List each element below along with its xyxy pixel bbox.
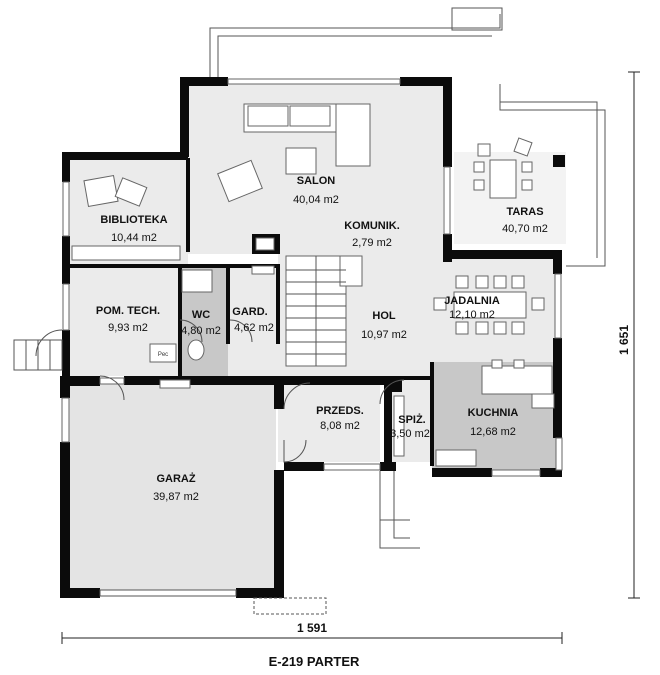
floors bbox=[66, 84, 556, 590]
room-name-salon: SALON bbox=[297, 175, 336, 187]
room-name-biblioteka: BIBLIOTEKA bbox=[100, 214, 167, 226]
room-name-kuchnia: KUCHNIA bbox=[468, 407, 519, 419]
room-name-garaz: GARAŻ bbox=[156, 472, 195, 485]
dimension-lines bbox=[61, 71, 640, 644]
room-name-hol: HOL bbox=[372, 310, 396, 322]
room-labels: SALON 40,04 m2 KOMUNIK. 2,79 m2 BIBLIOTE… bbox=[96, 175, 548, 503]
room-name-gard: GARD. bbox=[232, 306, 267, 318]
room-name-przeds: PRZEDS. bbox=[316, 405, 364, 417]
room-name-jadalnia: JADALNIA bbox=[444, 295, 500, 307]
room-area-komunik: 2,79 m2 bbox=[352, 237, 392, 249]
room-area-taras: 40,70 m2 bbox=[502, 223, 548, 235]
boiler-label: Pec bbox=[158, 352, 168, 358]
room-name-pom-tech: POM. TECH. bbox=[96, 305, 160, 317]
room-area-przeds: 8,08 m2 bbox=[320, 420, 360, 432]
room-name-taras: TARAS bbox=[506, 206, 543, 218]
room-area-pom-tech: 9,93 m2 bbox=[108, 322, 148, 334]
room-name-wc: WC bbox=[192, 309, 210, 321]
room-area-biblioteka: 10,44 m2 bbox=[111, 232, 157, 244]
furniture bbox=[71, 103, 555, 467]
room-area-gard: 4,62 m2 bbox=[234, 322, 274, 334]
room-name-komunik: KOMUNIK. bbox=[344, 220, 400, 232]
drawing-title: E-219 PARTER bbox=[269, 654, 360, 669]
room-area-garaz: 39,87 m2 bbox=[153, 491, 199, 503]
windows bbox=[61, 78, 563, 477]
depth-dimension: 1 651 bbox=[617, 325, 631, 355]
room-name-spiz: SPIŻ. bbox=[398, 413, 426, 426]
width-dimension: 1 591 bbox=[297, 621, 327, 635]
room-area-kuchnia: 12,68 m2 bbox=[470, 426, 516, 438]
room-area-jadalnia: 12,10 m2 bbox=[449, 309, 495, 321]
room-area-spiz: 3,50 m2 bbox=[390, 428, 430, 440]
door-swings bbox=[35, 319, 405, 463]
room-area-hol: 10,97 m2 bbox=[361, 329, 407, 341]
garage-door bbox=[99, 589, 327, 615]
room-area-salon: 40,04 m2 bbox=[293, 194, 339, 206]
room-area-wc: 4,80 m2 bbox=[181, 325, 221, 337]
staircase bbox=[285, 255, 363, 367]
walls bbox=[60, 77, 565, 598]
